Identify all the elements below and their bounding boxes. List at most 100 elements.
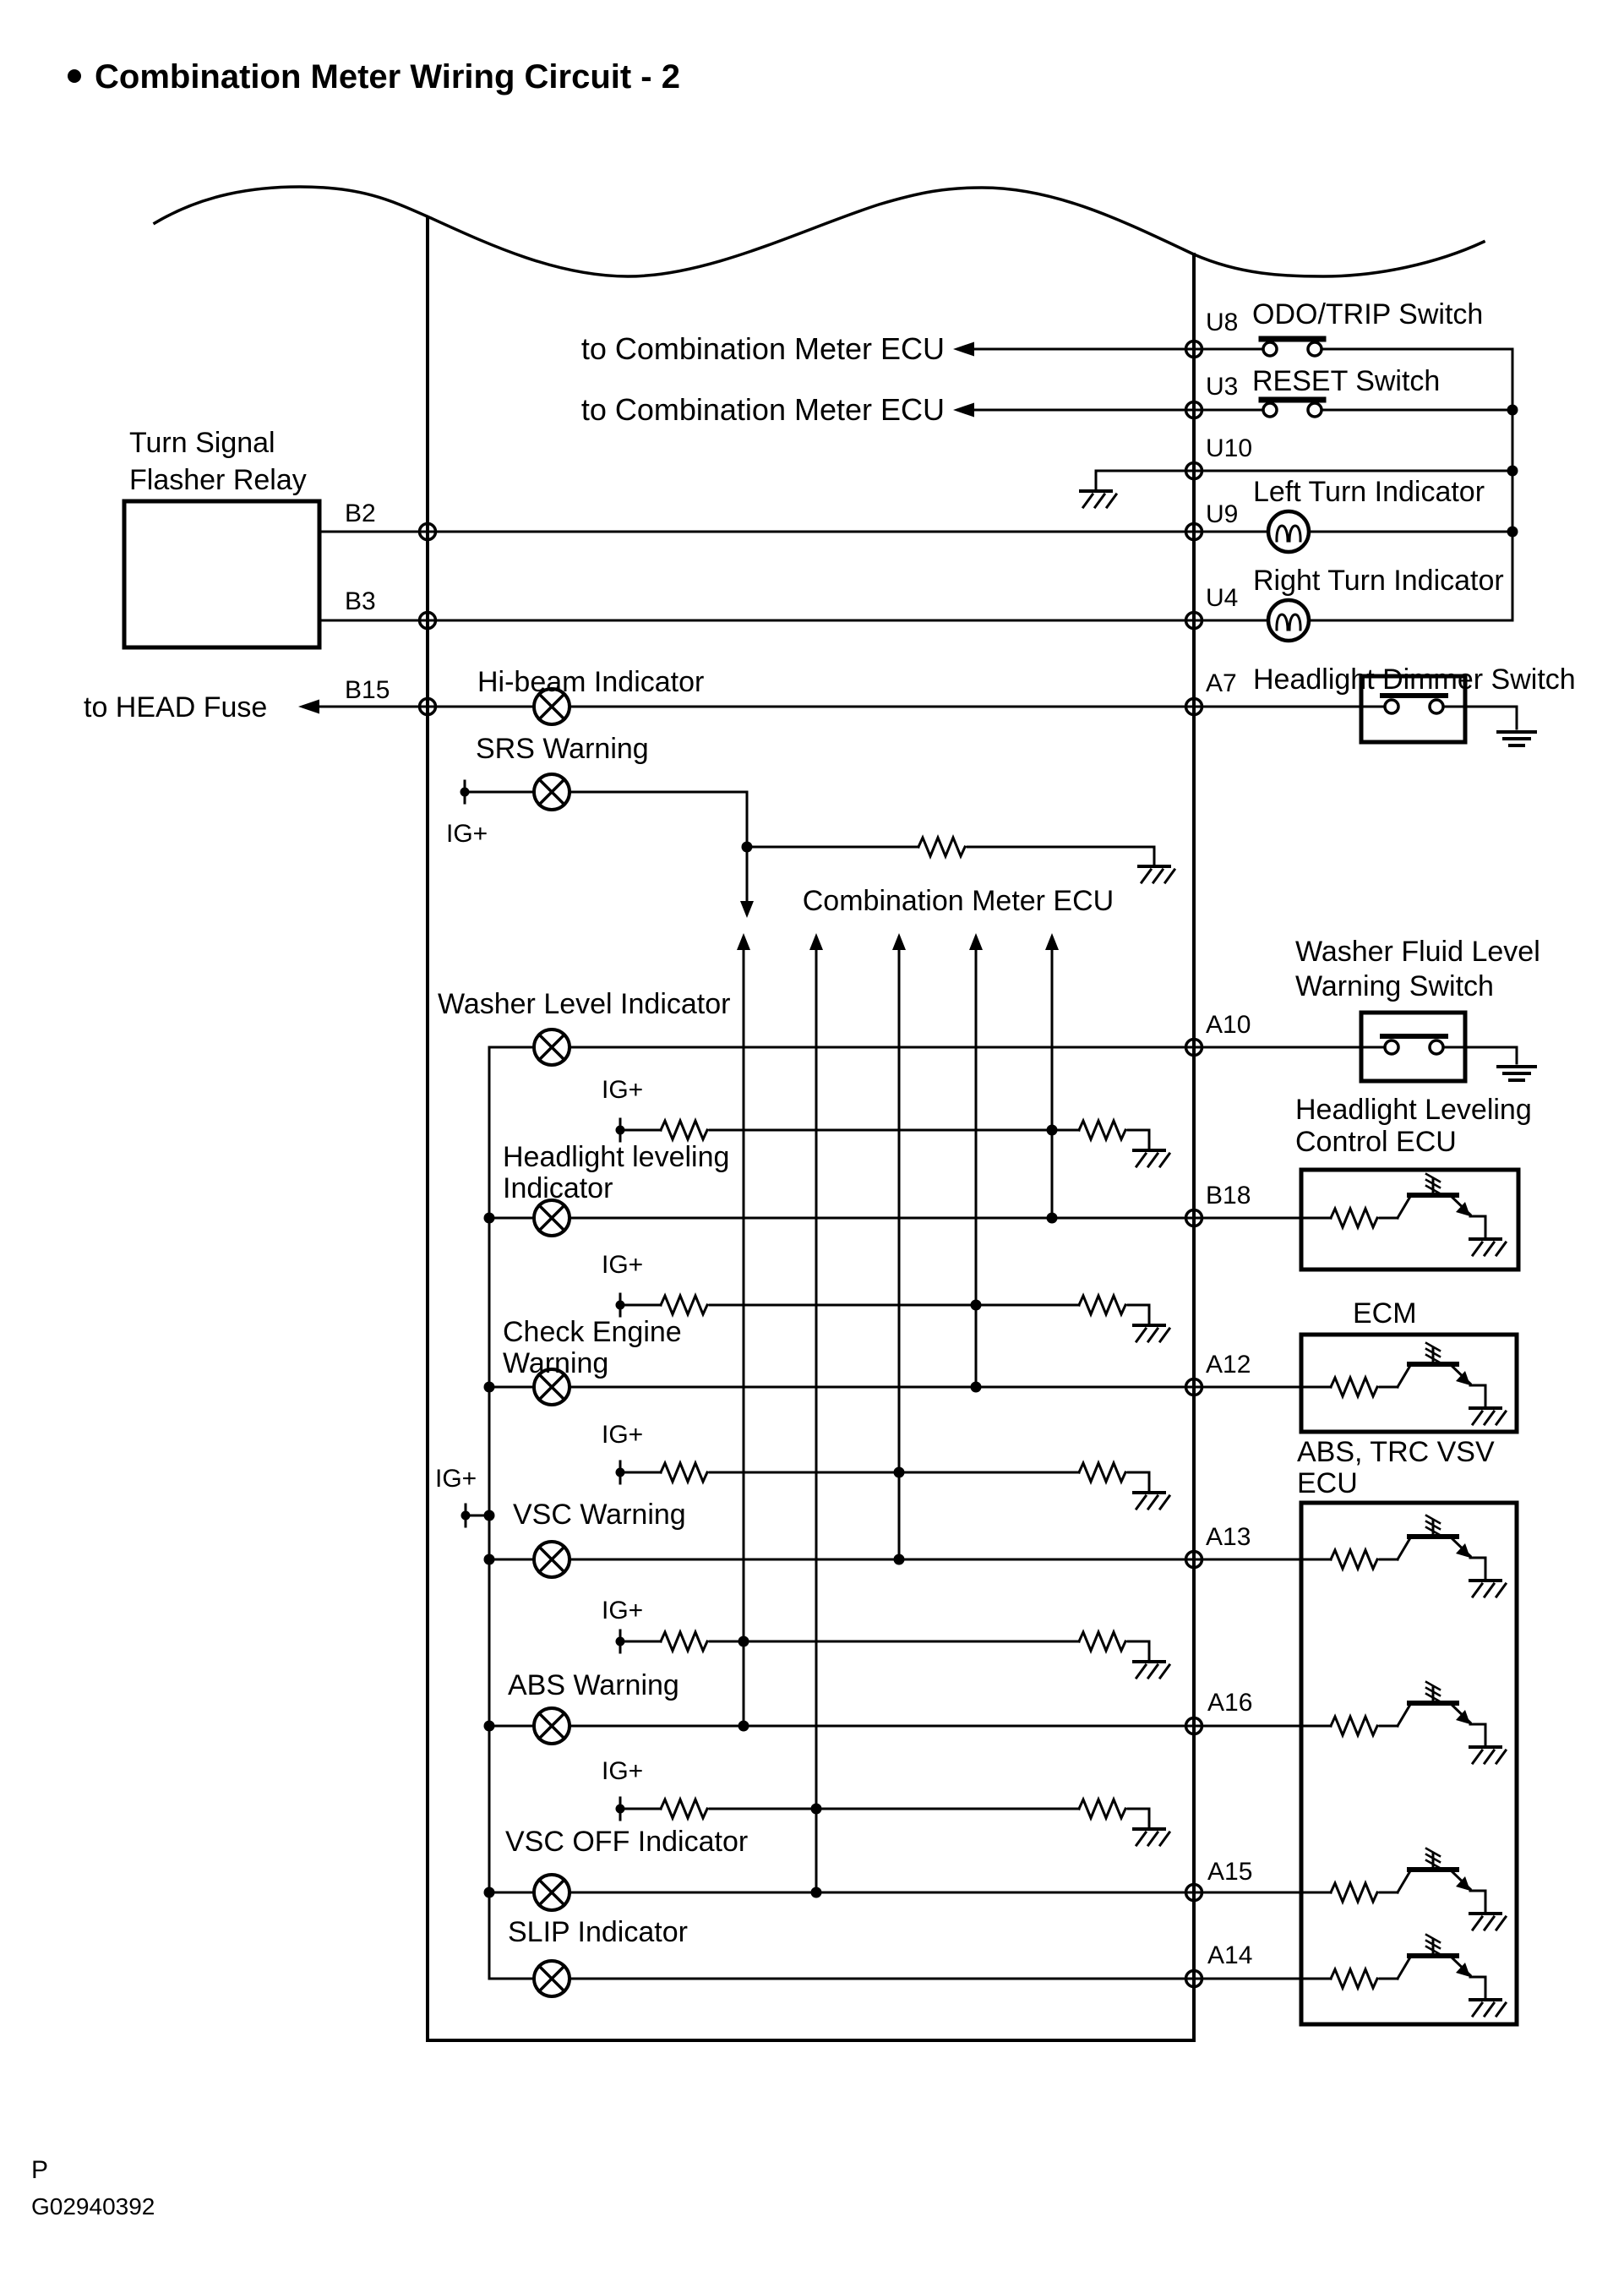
ig-plus-terminal-icon (614, 1117, 626, 1143)
row-a15-vsc-off: VSC OFF Indicator A15 (483, 1826, 1507, 1930)
igplus-row-abs: IG+ (602, 1597, 1171, 1679)
resistor-icon (917, 836, 967, 858)
label-washer-level-indicator: Washer Level Indicator (438, 988, 730, 1020)
chassis-ground-icon (1132, 1324, 1171, 1343)
abs-trc-vsv-ecu-box (1299, 1500, 1519, 2027)
pin-label-a10: A10 (1206, 1011, 1251, 1039)
junction-dot (738, 1720, 749, 1732)
srs-warning-circuit: SRS Warning IG+ (446, 733, 1176, 918)
pin-label-a14: A14 (1207, 1941, 1252, 1969)
label-headlight-leveling-ecu-2: Control ECU (1295, 1126, 1457, 1158)
vsc-off-lamp-icon (532, 1873, 571, 1912)
dimmer-switch-contact-icon (1382, 696, 1446, 713)
junction-dot (810, 1803, 822, 1815)
resistor-icon (659, 1119, 709, 1141)
pin-label-b18: B18 (1206, 1182, 1251, 1209)
wire (315, 705, 1518, 730)
pin-label-a7: A7 (1206, 669, 1237, 697)
row-a12-check-engine: Check Engine Warning A12 ECM (483, 1297, 1519, 1434)
label-turn-signal: Turn Signal (129, 427, 275, 459)
label-flasher-relay: Flasher Relay (129, 464, 307, 496)
junction-dot (483, 1212, 495, 1224)
label-ig-plus: IG+ (602, 1076, 643, 1104)
pin-label-a12: A12 (1206, 1351, 1251, 1379)
wire (623, 1807, 1151, 1828)
label-srs-warning: SRS Warning (476, 733, 649, 765)
wire (623, 1128, 1151, 1149)
chassis-ground-icon (1137, 865, 1176, 884)
row-a13-vsc: VSC Warning A13 ABS, TRC VSV ECU (483, 1436, 1519, 2027)
chassis-ground-icon (1132, 1491, 1171, 1510)
ig-plus-terminal-icon (614, 1460, 626, 1485)
washer-switch-contact-icon (1382, 1036, 1446, 1054)
label-headlight-dimmer-switch: Headlight Dimmer Switch (1253, 663, 1576, 696)
transistor-driver-icon (1301, 1174, 1506, 1255)
label-slip-indicator: SLIP Indicator (508, 1916, 688, 1948)
label-abs-ecu: ECU (1297, 1467, 1358, 1499)
label-check-engine: Check Engine (503, 1316, 682, 1348)
label-warning-switch: Warning Switch (1295, 970, 1494, 1002)
wave-break-line (152, 185, 1486, 278)
pin-label-b2: B2 (345, 500, 376, 527)
resistor-icon (659, 1461, 709, 1483)
label-vsc-off-indicator: VSC OFF Indicator (505, 1826, 748, 1858)
igplus-row-headlight-leveling: IG+ (602, 1076, 1171, 1168)
junction-dot (970, 1299, 982, 1311)
junction-dot (970, 1381, 982, 1393)
srs-lamp-icon (532, 773, 571, 811)
headlight-dimmer-switch-box (1359, 674, 1468, 745)
footer: P G02940392 (31, 2156, 155, 2220)
pin-label-u4: U4 (1206, 584, 1238, 612)
label-indicator: Indicator (503, 1172, 613, 1204)
igplus-row-vsc: IG+ (602, 1421, 1171, 1510)
label-headlight-leveling-ecu-1: Headlight Leveling (1295, 1094, 1532, 1126)
washer-lamp-icon (532, 1028, 571, 1067)
page-title: Combination Meter Wiring Circuit - 2 (95, 58, 680, 96)
slip-lamp-icon (532, 1959, 571, 1998)
pin-label-a15: A15 (1207, 1858, 1252, 1886)
junction-dot (1046, 1212, 1058, 1224)
junction-dot (1507, 465, 1518, 477)
transistor-driver-icon (1301, 1935, 1506, 2016)
label-to-combination-meter-ecu-1: to Combination Meter ECU (581, 331, 945, 366)
arrow-into-ecu-icon (740, 901, 754, 918)
junction-dot (893, 1466, 905, 1478)
junction-dot (1046, 1124, 1058, 1136)
label-hibeam-indicator: Hi-beam Indicator (477, 666, 704, 698)
junction-dot (738, 1635, 749, 1647)
junction-dot (1507, 526, 1518, 538)
junction-dot (741, 841, 753, 853)
igplus-row-vsc-off: IG+ (602, 1757, 1171, 1847)
row-u3-reset: to Combination Meter ECU U3 RESET Switch (581, 365, 1514, 427)
pin-label-u3: U3 (1206, 373, 1238, 401)
resistor-icon (1077, 1294, 1127, 1316)
transistor-driver-icon (1301, 1343, 1506, 1424)
label-right-turn-indicator: Right Turn Indicator (1253, 565, 1504, 597)
ig-plus-terminal-icon (459, 779, 471, 805)
junction-dot (483, 1510, 495, 1521)
pin-label-a16: A16 (1207, 1689, 1252, 1717)
footer-page-code: P (31, 2156, 48, 2184)
pin-label-b3: B3 (345, 587, 376, 615)
left-turn-lamp-icon (1268, 511, 1309, 552)
row-u10-ground: U10 (1079, 434, 1514, 509)
label-ig-plus: IG+ (602, 1757, 643, 1785)
label-ig-plus: IG+ (602, 1421, 643, 1449)
ig-plus-terminal-icon (460, 1503, 471, 1528)
chassis-ground-icon (1079, 489, 1118, 509)
page-title-block: Combination Meter Wiring Circuit - 2 (68, 58, 680, 96)
label-ig-plus-feed: IG+ (435, 1465, 477, 1493)
row-b15-a7-hibeam: to HEAD Fuse B15 Hi-beam Indicator A7 He… (84, 663, 1576, 747)
resistor-icon (659, 1630, 709, 1652)
reset-switch-icon (1262, 400, 1323, 417)
relay-box (122, 499, 322, 650)
abs-lamp-icon (532, 1706, 571, 1745)
earth-ground-icon (1496, 730, 1537, 747)
ig-plus-terminal-icon (614, 1796, 626, 1821)
label-vsc-warning: VSC Warning (513, 1499, 686, 1531)
title-bullet-icon (68, 69, 81, 83)
label-headlight-leveling: Headlight leveling (503, 1141, 729, 1173)
headlight-leveling-lamp-icon (532, 1199, 571, 1237)
junction-dot (810, 1887, 822, 1898)
